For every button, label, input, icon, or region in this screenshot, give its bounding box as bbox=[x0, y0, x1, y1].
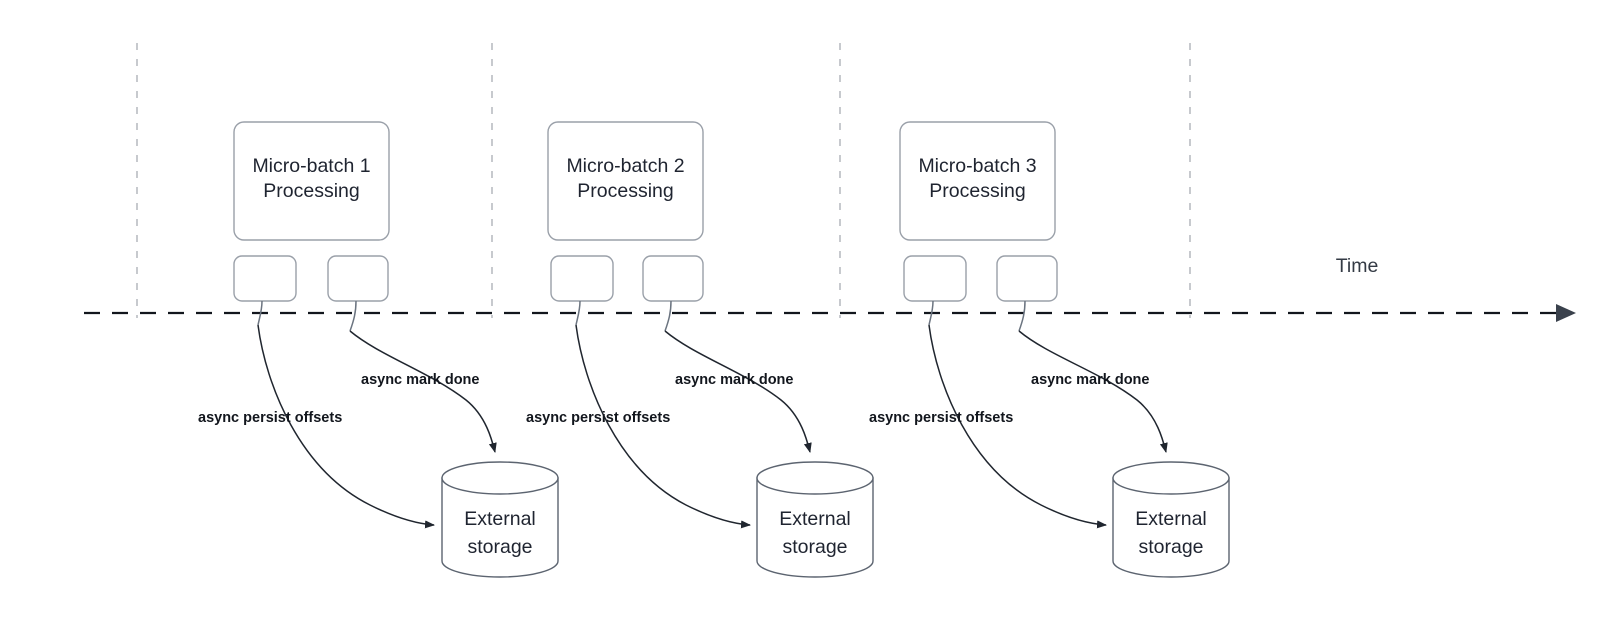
micro-batch-1-storage-label-line1: External bbox=[464, 508, 536, 530]
micro-batch-2-label-line2: Processing bbox=[577, 180, 673, 202]
micro-batch-2-persist-stem bbox=[575, 300, 581, 326]
micro-batch-1-persist-offsets-task[interactable] bbox=[233, 255, 297, 302]
micro-batch-1-mark-done-task[interactable] bbox=[327, 255, 389, 302]
micro-batch-3-mark-done-task[interactable] bbox=[996, 255, 1058, 302]
micro-batch-3-box[interactable] bbox=[899, 121, 1056, 241]
micro-batch-2-external-storage[interactable]: External storage bbox=[756, 461, 874, 578]
micro-batch-2-persist-offsets-arrow bbox=[575, 324, 751, 529]
micro-batch-2-storage-label-line2: storage bbox=[782, 536, 847, 558]
micro-batch-1-persist-stem bbox=[257, 300, 263, 326]
micro-batch-2-persist-offsets-task[interactable] bbox=[550, 255, 614, 302]
micro-batch-1-group: Micro-batch 1 Processing External storag… bbox=[198, 121, 559, 578]
micro-batch-1-markdone-stem bbox=[349, 300, 357, 332]
time-axis: Time bbox=[84, 255, 1576, 322]
micro-batch-1-box[interactable] bbox=[233, 121, 390, 241]
micro-batch-3-external-storage[interactable]: External storage bbox=[1112, 461, 1230, 578]
micro-batch-3-label-line2: Processing bbox=[929, 180, 1025, 202]
micro-batch-1-persist-offsets-label: async persist offsets bbox=[198, 410, 342, 426]
micro-batch-1-mark-done-label: async mark done bbox=[361, 372, 479, 388]
micro-batch-1-label-line2: Processing bbox=[263, 180, 359, 202]
micro-batch-1-mark-done-arrow bbox=[349, 330, 497, 453]
micro-batch-3-mark-done-arrow bbox=[1018, 330, 1168, 453]
micro-batch-1-storage-label-line2: storage bbox=[467, 536, 532, 558]
time-axis-label: Time bbox=[1336, 255, 1379, 277]
micro-batch-2-mark-done-label: async mark done bbox=[675, 372, 793, 388]
micro-batch-3-persist-offsets-task[interactable] bbox=[903, 255, 967, 302]
micro-batch-2-persist-offsets-label: async persist offsets bbox=[526, 410, 670, 426]
batch-dividers bbox=[136, 43, 1191, 318]
micro-batch-3-mark-done-label: async mark done bbox=[1031, 372, 1149, 388]
micro-batch-3-storage-label-line2: storage bbox=[1138, 536, 1203, 558]
micro-batch-1-label-line1: Micro-batch 1 bbox=[252, 155, 370, 177]
micro-batch-2-mark-done-task[interactable] bbox=[642, 255, 704, 302]
micro-batch-2-group: Micro-batch 2 Processing External storag… bbox=[526, 121, 874, 578]
micro-batch-3-persist-offsets-arrow bbox=[928, 324, 1107, 529]
micro-batch-2-label-line1: Micro-batch 2 bbox=[566, 155, 684, 177]
micro-batch-2-markdone-stem bbox=[664, 300, 672, 332]
micro-batch-3-persist-offsets-label: async persist offsets bbox=[869, 410, 1013, 426]
micro-batch-3-group: Micro-batch 3 Processing External storag… bbox=[869, 121, 1230, 578]
micro-batch-2-box[interactable] bbox=[547, 121, 704, 241]
micro-batch-3-storage-label-line1: External bbox=[1135, 508, 1207, 530]
micro-batch-3-persist-stem bbox=[928, 300, 934, 326]
time-axis-arrowhead bbox=[1556, 304, 1576, 322]
micro-batch-2-mark-done-arrow bbox=[664, 330, 812, 453]
micro-batch-1-external-storage[interactable]: External storage bbox=[441, 461, 559, 578]
micro-batch-3-label-line1: Micro-batch 3 bbox=[918, 155, 1036, 177]
micro-batch-1-persist-offsets-arrow bbox=[257, 324, 435, 529]
micro-batch-3-markdone-stem bbox=[1018, 300, 1026, 332]
micro-batch-2-storage-label-line1: External bbox=[779, 508, 851, 530]
